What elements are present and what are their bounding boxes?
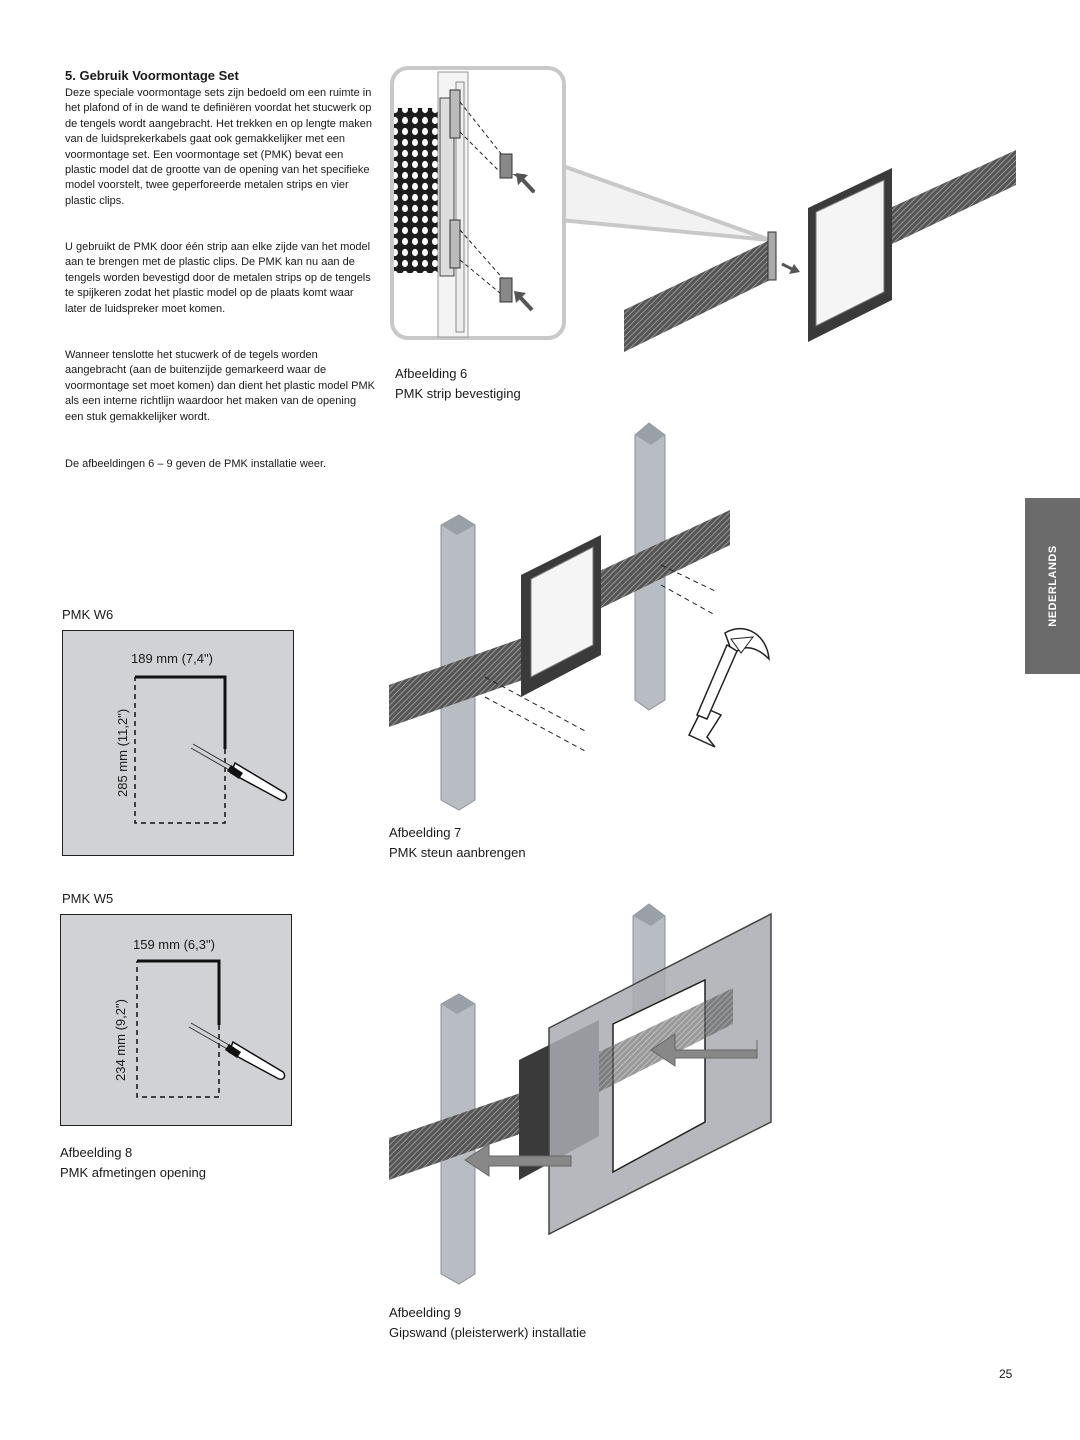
hammer-icon	[687, 627, 770, 748]
clip-bottom	[499, 277, 513, 303]
language-tab-label: NEDERLANDS	[1046, 545, 1059, 627]
pmk-w5-panel: 159 mm (6,3") 234 mm (9,2")	[60, 914, 292, 1126]
pmk-w5-label: PMK W5	[62, 891, 114, 906]
figure-6-illustration	[390, 66, 1016, 352]
pmk-w6-cutout-diagram	[134, 675, 288, 824]
figure-7-caption: Afbeelding 7 PMK steun aanbrengen	[389, 823, 526, 863]
figure-9-caption: Afbeelding 9 Gipswand (pleisterwerk) ins…	[389, 1303, 586, 1343]
usage-paragraph: U gebruikt de PMK door één strip aan elk…	[65, 241, 371, 315]
figure-8-number: Afbeelding 8	[60, 1145, 133, 1160]
saw-knife-icon	[190, 743, 288, 802]
figure-6-caption: Afbeelding 6 PMK strip bevestiging	[395, 364, 521, 404]
finishing-paragraph: Wanneer tenslotte het stucwerk of de teg…	[65, 349, 375, 423]
clip-top	[499, 153, 513, 179]
figure-9-number: Afbeelding 9	[389, 1305, 462, 1320]
figure-9-title: Gipswand (pleisterwerk) installatie	[389, 1325, 587, 1340]
metal-strip-left	[624, 240, 770, 352]
figure-7-number: Afbeelding 7	[389, 825, 462, 840]
metal-strip-upper	[591, 510, 730, 613]
figure-9-illustration	[389, 903, 772, 1285]
pmk-w5-width-label: 159 mm (6,3")	[133, 937, 215, 952]
figure-6-title: PMK strip bevestiging	[395, 386, 521, 401]
arrow-left-icon	[464, 1143, 572, 1177]
arrow-right-icon	[650, 1033, 758, 1067]
pmk-w5-cutout-diagram	[136, 959, 286, 1098]
page-number: 25	[999, 1367, 1013, 1381]
language-tab: NEDERLANDS	[1025, 498, 1080, 674]
pmk-w6-panel: 189 mm (7,4") 285 mm (11,2")	[62, 630, 294, 856]
zoom-callout	[558, 162, 771, 242]
clip-on-strip	[767, 231, 777, 281]
section-title: 5. Gebruik Voormontage Set	[65, 68, 239, 83]
figure-7-title: PMK steun aanbrengen	[389, 845, 526, 860]
pmk-w6-label: PMK W6	[62, 607, 114, 622]
figure-8-caption: Afbeelding 8 PMK afmetingen opening	[60, 1143, 206, 1183]
figure-7-illustration	[389, 422, 770, 811]
figure-8-title: PMK afmetingen opening	[60, 1165, 206, 1180]
saw-knife-icon	[188, 1022, 286, 1081]
intro-paragraph: Deze speciale voormontage sets zijn bedo…	[65, 87, 372, 207]
figures-reference: De afbeeldingen 6 – 9 geven de PMK insta…	[65, 458, 327, 470]
pmk-w6-width-label: 189 mm (7,4")	[131, 651, 213, 666]
figure-6-number: Afbeelding 6	[395, 366, 468, 381]
metal-strip-right	[890, 150, 1016, 245]
